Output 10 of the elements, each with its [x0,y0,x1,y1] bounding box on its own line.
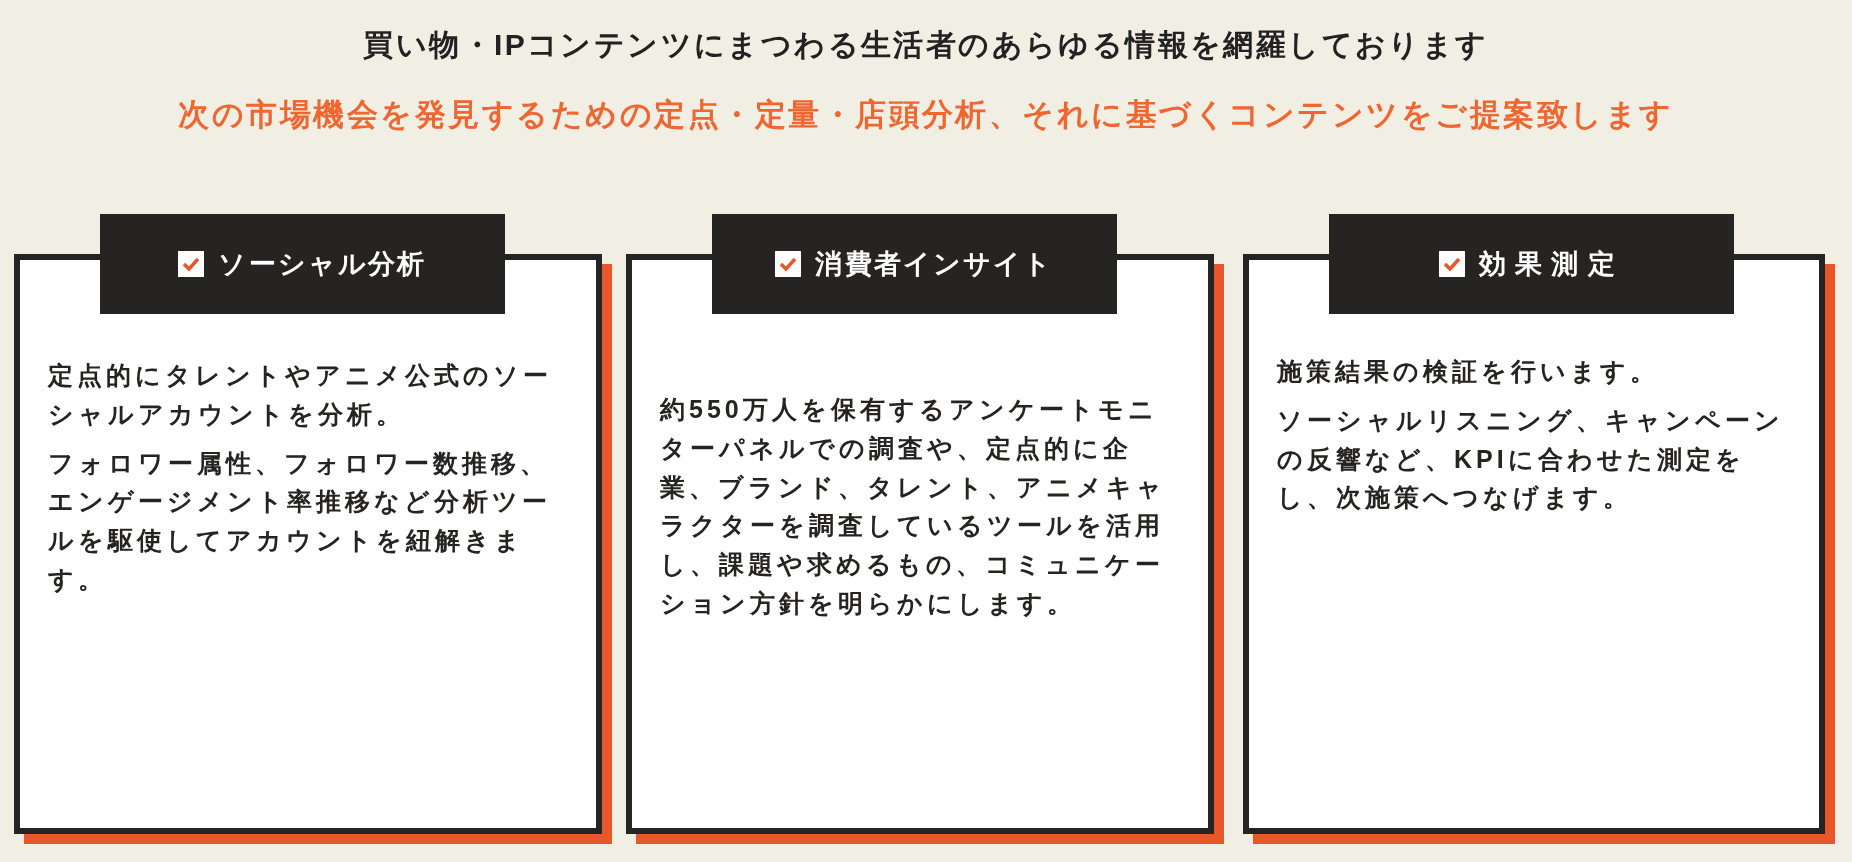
card-text: 施策結果の検証を行います。 [1277,356,1660,387]
card-text: ソーシャルリスニング、キャンペーンの反響など、KPIに合わせた測定をし、次施策へつなげます。 [1277,404,1785,514]
card-heading: ソーシャル分析 [218,247,427,281]
card-text: 定点的にタレントやアニメ公式のソーシャルアカウントを分析。 [48,360,553,430]
card-text: フォロワー属性、フォロワー数推移、エンゲージメント率推移など分析ツールを駆使してアカウントを紐解きます。 [48,447,552,595]
subheading: 次の市場機会を発見するための定点・定量・店頭分析、それに基づくコンテンツをご提案致します [178,96,1674,134]
card-heading: 効果測定 [1478,247,1625,281]
card-text: 約550万人を保有するアンケートモニターパネルでの調査や、定点的に企業、ブランド、タレント、アニメキャラクターを調査しているツールを活用し、課題や求めるもの、コミュニケーション方針を明らかにします。 [660,394,1167,619]
card-heading: 消費者インサイト [815,247,1054,281]
heading: 買い物・IPコンテンツにまつわる生活者のあらゆる情報を網羅しております [363,27,1489,63]
